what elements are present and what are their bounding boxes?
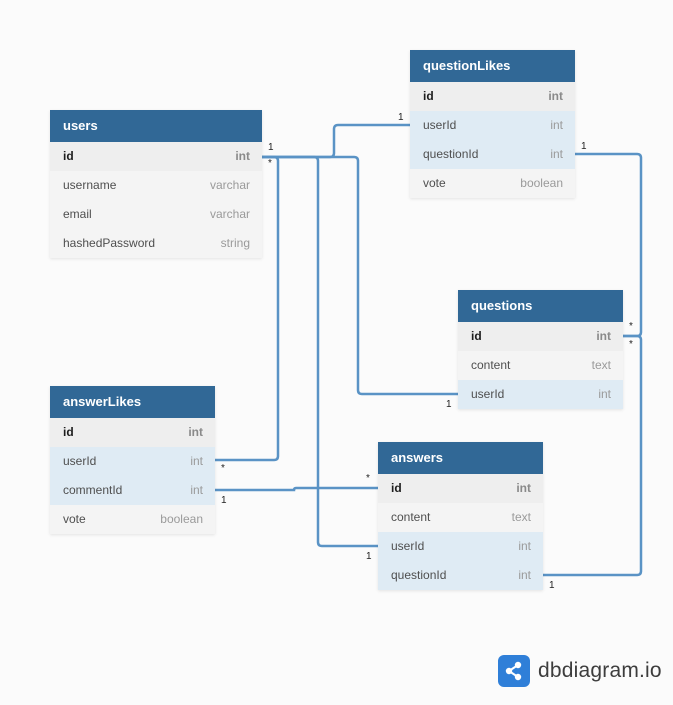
field-row[interactable]: email varchar — [50, 200, 262, 229]
field-name: email — [63, 207, 92, 221]
cardinality-label: 1 — [446, 399, 452, 410]
field-type: int — [550, 147, 563, 161]
field-type: varchar — [209, 207, 250, 221]
field-type: int — [518, 568, 531, 582]
field-name: id — [63, 425, 74, 439]
field-row[interactable]: id int — [410, 82, 575, 111]
field-row[interactable]: id int — [50, 418, 215, 447]
relation-connector[interactable] — [215, 486, 378, 492]
table-users[interactable]: users id int username varchar email varchar has… — [50, 110, 262, 258]
field-row[interactable]: userId int — [458, 380, 623, 409]
field-type: int — [516, 481, 531, 495]
relation-connector[interactable] — [543, 334, 643, 577]
field-type: boolean — [520, 176, 563, 190]
field-type: int — [190, 454, 203, 468]
field-name: username — [63, 178, 117, 192]
table-questionLikes[interactable]: questionLikes id int userId int questionId int… — [410, 50, 575, 198]
field-type: varchar — [209, 178, 250, 192]
cardinality-label: * — [366, 473, 370, 484]
field-row[interactable]: content text — [458, 351, 623, 380]
field-name: hashedPassword — [63, 236, 156, 250]
field-type: int — [550, 118, 563, 132]
field-row[interactable]: id int — [378, 474, 543, 503]
field-type: string — [220, 236, 250, 250]
cardinality-label: 1 — [549, 580, 555, 591]
field-row[interactable]: commentId int — [50, 476, 215, 505]
table-header[interactable]: questions — [458, 290, 623, 322]
field-type: text — [591, 358, 611, 372]
field-type: int — [598, 387, 611, 401]
field-row[interactable]: userId int — [50, 447, 215, 476]
field-row[interactable]: vote boolean — [410, 169, 575, 198]
field-row[interactable]: userId int — [378, 532, 543, 561]
field-name: userId — [471, 387, 505, 401]
cardinality-label: * — [629, 339, 633, 350]
relation-connector[interactable] — [262, 123, 410, 159]
table-header[interactable]: answerLikes — [50, 386, 215, 418]
table-questions[interactable]: questions id int content text userId int — [458, 290, 623, 409]
relation-connector[interactable] — [262, 155, 458, 396]
field-type: boolean — [160, 512, 203, 526]
field-row[interactable]: vote boolean — [50, 505, 215, 534]
table-header[interactable]: answers — [378, 442, 543, 474]
field-row[interactable]: hashedPassword string — [50, 229, 262, 258]
field-name: userId — [391, 539, 425, 553]
cardinality-label: 1 — [221, 495, 227, 506]
table-header[interactable]: questionLikes — [410, 50, 575, 82]
share-icon — [498, 655, 530, 687]
field-name: id — [391, 481, 402, 495]
field-row[interactable]: content text — [378, 503, 543, 532]
table-header[interactable]: users — [50, 110, 262, 142]
field-name: userId — [423, 118, 457, 132]
field-row[interactable]: id int — [50, 142, 262, 171]
field-name: questionId — [391, 568, 447, 582]
field-name: id — [471, 329, 482, 343]
cardinality-label: * — [629, 321, 633, 332]
field-row[interactable]: questionId int — [410, 140, 575, 169]
field-row[interactable]: userId int — [410, 111, 575, 140]
cardinality-label: * — [268, 158, 272, 169]
brand-name: dbdiagram.io — [538, 659, 662, 682]
cardinality-label: 1 — [581, 141, 587, 152]
field-type: int — [518, 539, 531, 553]
field-name: questionId — [423, 147, 479, 161]
field-type: int — [548, 89, 563, 103]
field-row[interactable]: username varchar — [50, 171, 262, 200]
brand-logo: dbdiagram.io — [498, 655, 662, 687]
field-type: int — [235, 149, 250, 163]
field-type: int — [190, 483, 203, 497]
field-name: id — [423, 89, 434, 103]
field-row[interactable]: id int — [458, 322, 623, 351]
cardinality-label: * — [221, 463, 225, 474]
cardinality-label: 1 — [398, 112, 404, 123]
field-type: int — [596, 329, 611, 343]
field-name: userId — [63, 454, 97, 468]
field-type: text — [511, 510, 531, 524]
field-name: id — [63, 149, 74, 163]
field-name: vote — [63, 512, 86, 526]
relation-connector[interactable] — [215, 155, 280, 462]
field-type: int — [188, 425, 203, 439]
field-row[interactable]: questionId int — [378, 561, 543, 590]
table-answerLikes[interactable]: answerLikes id int userId int commentId int vot… — [50, 386, 215, 534]
cardinality-label: 1 — [366, 551, 372, 562]
relation-connector[interactable] — [262, 155, 378, 548]
field-name: content — [391, 510, 431, 524]
cardinality-label: 1 — [268, 142, 274, 153]
field-name: vote — [423, 176, 446, 190]
field-name: commentId — [63, 483, 123, 497]
field-name: content — [471, 358, 511, 372]
